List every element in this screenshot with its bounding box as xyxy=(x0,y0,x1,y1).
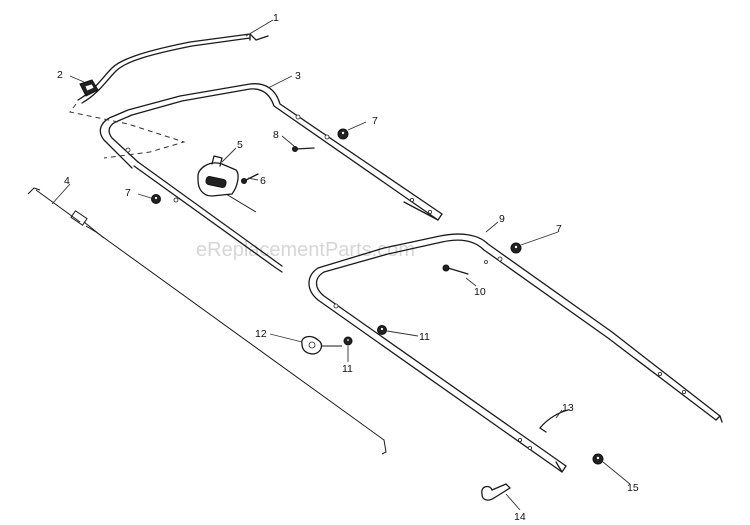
leader-lines xyxy=(51,19,631,511)
callout-14: 14 xyxy=(514,511,526,523)
part-12-knob xyxy=(301,335,342,355)
part-7-nut-c xyxy=(510,242,522,254)
part-6-screw xyxy=(241,173,259,184)
callout-7a: 7 xyxy=(372,115,378,127)
part-7-nut-b xyxy=(151,194,161,204)
part-9-lower-handle xyxy=(308,233,723,473)
callout-1: 1 xyxy=(273,12,279,24)
part-8-bolt xyxy=(292,146,315,152)
part-3-upper-handle xyxy=(99,83,443,273)
part-5-throttle-control xyxy=(197,155,257,213)
part-7-nut-a xyxy=(337,128,349,140)
callout-10: 10 xyxy=(474,286,486,298)
callout-6: 6 xyxy=(260,175,266,187)
callout-11b: 11 xyxy=(342,363,353,375)
watermark: eReplacementParts.com xyxy=(196,239,415,261)
callout-8: 8 xyxy=(273,129,279,141)
cable-routing-dashed xyxy=(69,103,186,159)
callout-5: 5 xyxy=(237,139,243,151)
callout-3: 3 xyxy=(295,70,301,82)
part-4-throttle-cable xyxy=(27,187,387,455)
part-2-clip xyxy=(79,79,99,97)
part-11-nut-b xyxy=(343,336,353,346)
callout-labels: 1 2 3 4 5 6 7 7 7 8 9 10 11 11 12 13 14 … xyxy=(57,12,639,523)
callout-13: 13 xyxy=(562,402,574,414)
part-10-bolt xyxy=(442,264,469,275)
callout-11a: 11 xyxy=(419,331,430,343)
part-15-nut xyxy=(592,453,604,465)
callout-9: 9 xyxy=(499,213,505,225)
callout-4: 4 xyxy=(64,175,70,187)
part-14-carriage-bolt xyxy=(481,483,511,501)
callout-2: 2 xyxy=(57,69,63,81)
part-1-control-bail xyxy=(77,33,269,104)
callout-12: 12 xyxy=(255,328,267,340)
callout-7c: 7 xyxy=(556,223,562,235)
part-13-cable-clip xyxy=(539,409,569,433)
part-11-nut-a xyxy=(377,325,387,335)
callout-15: 15 xyxy=(627,482,639,494)
callout-7b: 7 xyxy=(125,187,131,199)
